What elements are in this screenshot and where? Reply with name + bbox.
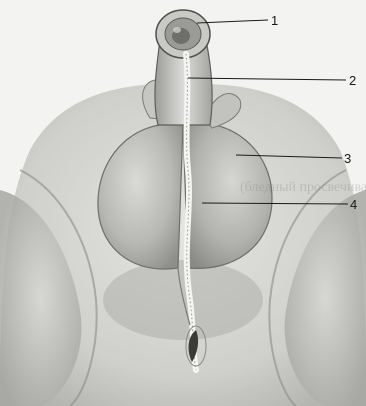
callout-label-2: 2 — [349, 74, 356, 87]
callout-label-3: 3 — [344, 152, 351, 165]
bleed-through-text: (бледный просвечивающий текст с обратной… — [240, 180, 366, 196]
callout-label-4: 4 — [350, 198, 357, 211]
callout-label-1: 1 — [271, 14, 278, 27]
